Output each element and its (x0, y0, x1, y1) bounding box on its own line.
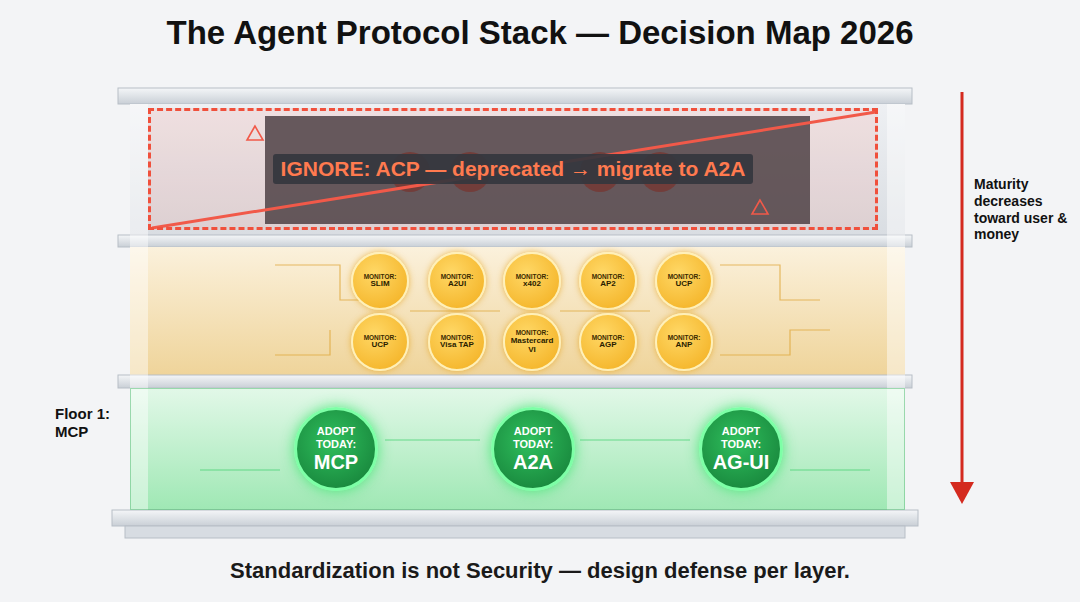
node-text: SLIM (355, 280, 405, 289)
node-text: ADOPT TODAY: (306, 425, 366, 450)
node-text: UCP (355, 341, 405, 350)
node-text: AP2 (583, 280, 633, 289)
glass-column (130, 104, 148, 510)
node-text: Visa TAP (432, 341, 482, 350)
monitor-circle: MONITOR:UCP (351, 313, 409, 371)
floor-slab (118, 235, 912, 247)
top-floor (130, 104, 905, 235)
node-text: AGP (583, 341, 633, 350)
arrow-head (950, 482, 974, 504)
node-text: ADOPT TODAY: (711, 425, 771, 450)
monitor-circle: MONITOR:Visa TAP (428, 313, 486, 371)
monitor-circle: MONITOR:Mastercard VI (503, 313, 561, 371)
roof-slab (118, 88, 912, 104)
node-text: ADOPT TODAY: (503, 425, 563, 450)
middle-floor (130, 247, 905, 375)
node-text: A2UI (432, 280, 482, 289)
node-text: MONITOR: (583, 273, 633, 280)
glass-column (887, 104, 905, 510)
node-text: MONITOR: (507, 273, 557, 280)
node-text: ANP (659, 341, 709, 350)
monitor-circle: MONITOR:UCP (655, 252, 713, 310)
side-label: Maturity decreases toward user & money (974, 176, 1074, 243)
node-text: MONITOR: (355, 273, 405, 280)
floor-band: Floor 1: MCPADOPT TODAY:MCPADOPT TODAY:A… (130, 388, 905, 510)
node-text: MONITOR: (583, 334, 633, 341)
base-slab (112, 510, 918, 526)
ignore-band: IGNORE: ACP — deprecated → migrate to A2… (148, 108, 878, 230)
monitor-circle: MONITOR:A2UI (428, 252, 486, 310)
node-text: MONITOR: (659, 334, 709, 341)
maturity-arrow (961, 92, 964, 484)
node-text: MONITOR: (355, 334, 405, 341)
bottom-floor (130, 388, 905, 510)
node-text: IGNORE: ACP — deprecated → migrate to A2… (273, 154, 754, 184)
adopt-circle: ADOPT TODAY:MCP (294, 407, 378, 491)
node-text: MONITOR: (659, 273, 709, 280)
node-text: AG-UI (704, 451, 778, 473)
node-text: MONITOR: (507, 329, 557, 336)
node-text: Floor 1: MCP (55, 405, 125, 441)
node-text: Mastercard VI (507, 337, 557, 355)
diagram-title: The Agent Protocol Stack — Decision Map … (0, 14, 1080, 52)
node-text: UCP (659, 280, 709, 289)
node-text: MCP (299, 451, 373, 473)
node-text: A2A (496, 451, 570, 473)
adopt-circle: ADOPT TODAY:A2A (491, 407, 575, 491)
monitor-circle: MONITOR:AP2 (579, 252, 637, 310)
floor-slab (118, 375, 912, 388)
node-text: x402 (507, 280, 557, 289)
node-text: MONITOR: (432, 273, 482, 280)
adopt-circle: ADOPT TODAY:AG-UI (699, 407, 783, 491)
monitor-circle: MONITOR:ANP (655, 313, 713, 371)
monitor-circle: MONITOR:x402 (503, 252, 561, 310)
monitor-circle: MONITOR:SLIM (351, 252, 409, 310)
base-plinth (125, 526, 905, 538)
node-text: MONITOR: (432, 334, 482, 341)
diagram-caption: Standardization is not Security — design… (0, 558, 1080, 584)
monitor-circle: MONITOR:AGP (579, 313, 637, 371)
